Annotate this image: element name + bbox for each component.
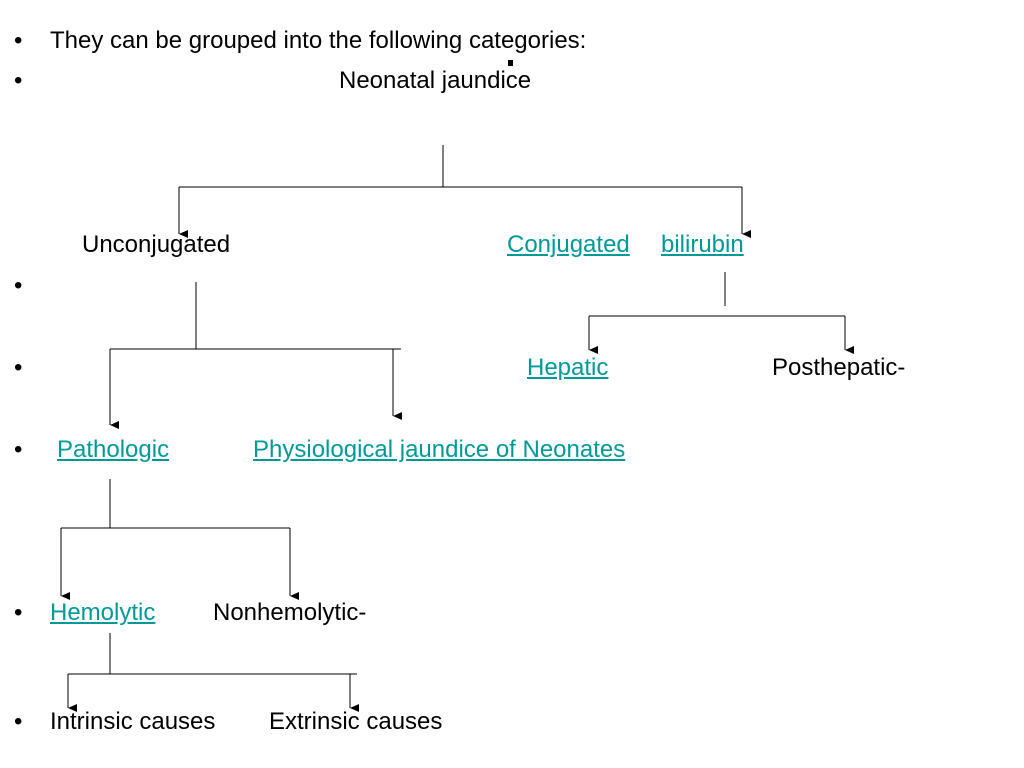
node-unconjugated: Unconjugated — [82, 231, 231, 258]
bullet-1: • — [14, 27, 23, 54]
bullet-2: • — [14, 67, 23, 94]
intro-text: They can be grouped into the following c… — [50, 27, 587, 54]
stray-dot — [508, 60, 513, 66]
node-physiological-link[interactable]: Physiological jaundice of Neonates — [253, 436, 626, 463]
node-intrinsic-causes: Intrinsic causes — [50, 708, 216, 735]
node-nonhemolytic: Nonhemolytic- — [213, 599, 367, 626]
bullet-3: • — [14, 272, 23, 299]
node-extrinsic-causes: Extrinsic causes — [269, 708, 443, 735]
node-hemolytic-link[interactable]: Hemolytic — [50, 599, 156, 626]
node-hepatic-link[interactable]: Hepatic — [527, 354, 609, 381]
bullet-5: • — [14, 436, 23, 463]
bullet-6: • — [14, 599, 23, 626]
node-conjugated-link[interactable]: Conjugated — [507, 231, 630, 258]
node-neonatal-jaundice: Neonatal jaundice — [339, 67, 532, 94]
bullet-7: • — [14, 708, 23, 735]
node-bilirubin-link[interactable]: bilirubin — [661, 231, 744, 258]
bullet-4: • — [14, 354, 23, 381]
node-pathologic-link[interactable]: Pathologic — [57, 436, 170, 463]
node-posthepatic: Posthepatic- — [772, 354, 906, 381]
